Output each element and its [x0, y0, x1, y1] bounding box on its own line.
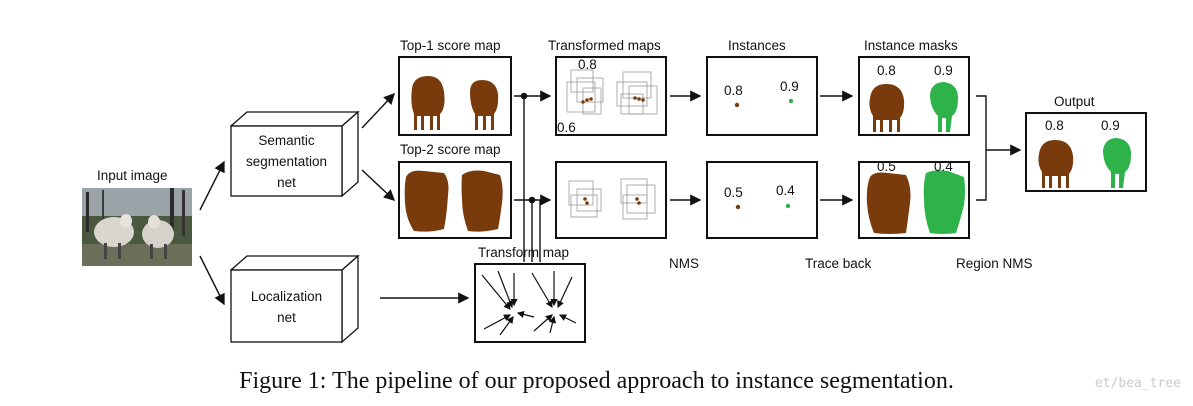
watermark: et/bea_tree — [1094, 376, 1181, 391]
output-score-a: 0.8 — [1045, 118, 1064, 133]
top2-score-map-label: Top-2 score map — [400, 142, 501, 157]
output-label: Output — [1054, 94, 1095, 109]
instance-masks-top — [858, 56, 970, 136]
top1-score-map-label: Top-1 score map — [400, 38, 501, 53]
top1-score-map — [398, 56, 512, 136]
localization-net-box — [229, 252, 360, 344]
region-nms-label: Region NMS — [956, 256, 1033, 271]
output-score-b: 0.9 — [1101, 118, 1120, 133]
semantic-net-line1: Semantic — [258, 133, 315, 148]
mask-bottom-score-a: 0.5 — [877, 159, 896, 174]
instance-bottom-score-a: 0.5 — [724, 185, 743, 200]
transformed-map-bottom — [555, 161, 667, 239]
semantic-net-line3: net — [277, 175, 296, 190]
localization-net-line2: net — [277, 310, 296, 325]
mask-top-score-a: 0.8 — [877, 63, 896, 78]
figure-caption: Figure 1: The pipeline of our proposed a… — [239, 368, 954, 394]
nms-label: NMS — [669, 256, 699, 271]
instances-bottom — [706, 161, 818, 239]
instance-masks-label: Instance masks — [864, 38, 958, 53]
instance-top-score-b: 0.9 — [780, 79, 799, 94]
transformed-bottom-score: 0.6 — [557, 120, 576, 135]
transformed-maps-label: Transformed maps — [548, 38, 661, 53]
instances-top — [706, 56, 818, 136]
instance-bottom-score-b: 0.4 — [776, 183, 795, 198]
input-image — [82, 188, 192, 266]
top2-score-map — [398, 161, 512, 239]
transformed-map-top — [555, 56, 667, 136]
output-panel — [1025, 112, 1147, 192]
mask-top-score-b: 0.9 — [934, 63, 953, 78]
semantic-segmentation-net-box — [229, 108, 360, 198]
transformed-top-score: 0.8 — [578, 57, 597, 72]
semantic-net-line2: segmentation — [245, 154, 328, 169]
mask-bottom-score-b: 0.4 — [934, 159, 953, 174]
localization-net-line1: Localization — [250, 289, 323, 304]
trace-back-label: Trace back — [805, 256, 872, 271]
instance-top-score-a: 0.8 — [724, 83, 743, 98]
instance-masks-bottom — [858, 161, 970, 239]
instances-label: Instances — [728, 38, 786, 53]
transform-map-panel — [474, 263, 586, 343]
input-image-label: Input image — [97, 168, 168, 183]
